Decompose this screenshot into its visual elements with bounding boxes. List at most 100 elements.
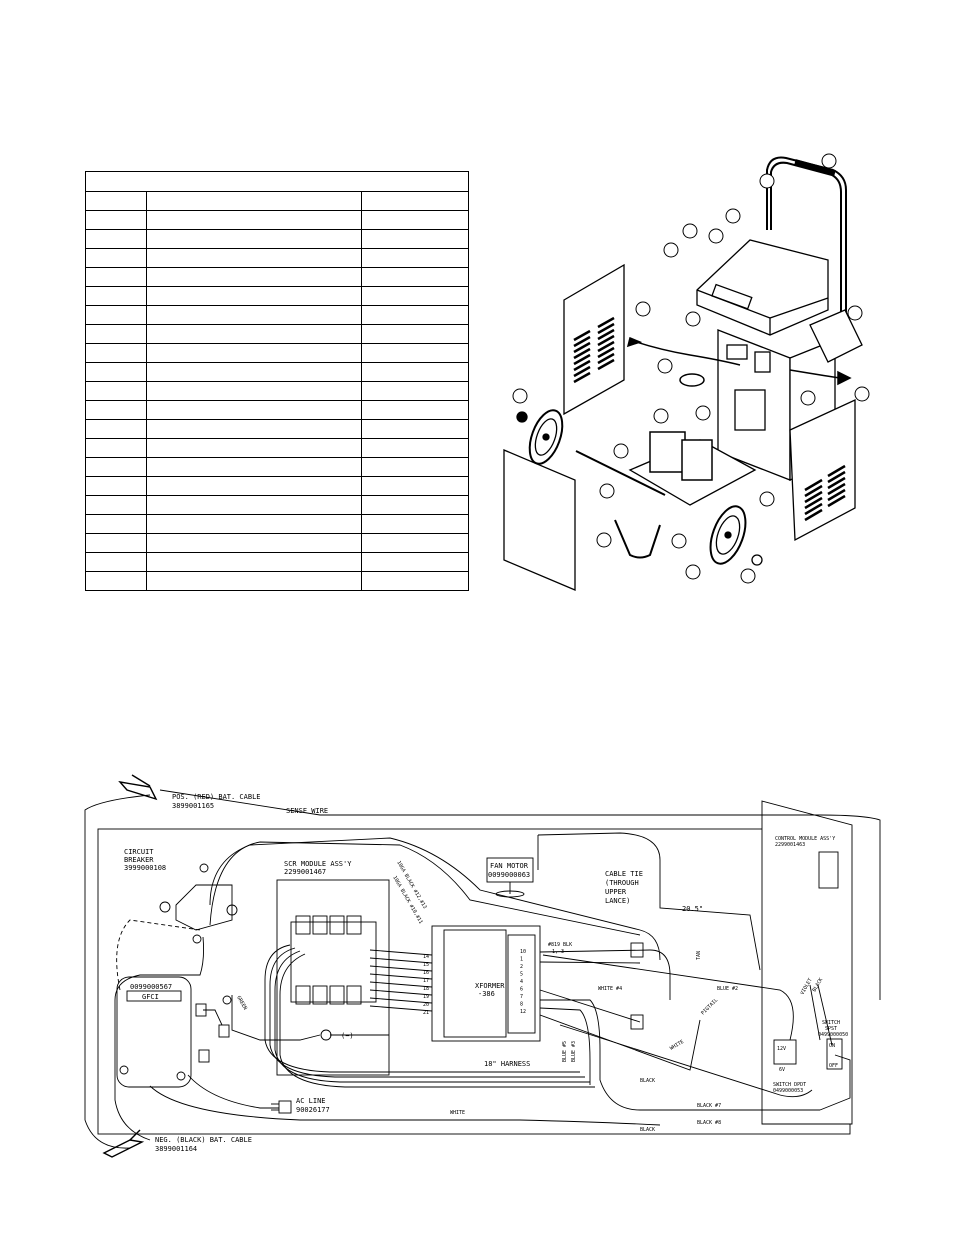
sense-wire-label: SENSE WIRE	[286, 807, 328, 815]
cable-tie-label-2: (THROUGH	[605, 879, 639, 887]
switch-spst-label-2: SPST	[825, 1026, 837, 1032]
table-row	[85, 286, 470, 306]
table-row	[85, 343, 470, 363]
terminal-number: 16	[423, 970, 429, 976]
terminal-number: 20	[423, 1002, 429, 1008]
6v-label: 6V	[779, 1067, 785, 1073]
hub-cap	[751, 554, 763, 566]
table-row	[85, 533, 470, 553]
12v-label: 12V	[777, 1046, 786, 1052]
terminal-number: 7	[520, 994, 523, 1000]
parts-list-table	[84, 171, 470, 591]
pos-cable-label: POS. (RED) BAT. CABLE	[172, 793, 261, 801]
switch-spst	[826, 1038, 843, 1070]
circuit-breaker	[159, 863, 238, 944]
cable-tie-label: CABLE TIE	[605, 870, 643, 878]
gfci-outlet	[116, 976, 192, 1088]
black8-label: BLACK #8	[697, 1120, 721, 1126]
harness-label: 18" HARNESS	[484, 1060, 530, 1068]
axle	[575, 450, 666, 496]
on-label: ON	[829, 1043, 835, 1049]
neg-terminal-label: (−)	[341, 1032, 354, 1040]
table-row	[85, 267, 470, 287]
gfci-part: 0099000567	[130, 983, 172, 991]
table-row	[85, 324, 470, 344]
xformer-label: XFORMER	[475, 982, 505, 990]
terminal-number: 17	[423, 978, 429, 984]
switch-dpdt-part: 0499000053	[773, 1088, 803, 1094]
table-row	[85, 400, 470, 420]
white-bottom-label: WHITE	[450, 1110, 465, 1116]
green-label: GREEN	[235, 995, 248, 1011]
enclosure-outline	[97, 828, 851, 1135]
off-label: OFF	[829, 1063, 838, 1069]
table-row	[85, 571, 470, 591]
switch-dpdt	[773, 1039, 797, 1065]
terminal-number: 6	[520, 987, 523, 993]
terminal-number: 10	[520, 949, 526, 955]
control-module-part: 2299001463	[775, 842, 805, 848]
pos-cable-part: 3899001165	[172, 802, 214, 810]
ac-plug	[271, 1100, 292, 1114]
fan-motor-label: FAN MOTOR	[490, 862, 529, 870]
right-wheel	[709, 505, 747, 565]
white-label: WHITE	[669, 1039, 685, 1052]
terminal-number: 15	[423, 962, 429, 968]
table-cell	[360, 571, 470, 591]
circuit-breaker-part: 3999000108	[124, 864, 166, 872]
terminal-number: 5	[520, 972, 523, 978]
transformer	[431, 925, 541, 1042]
terminal-number: 21	[423, 1010, 429, 1016]
control-module-label: CONTROL MODULE ASS'Y	[775, 836, 835, 842]
fan-motor-part: 0099000063	[488, 871, 530, 879]
black7-label: BLACK #7	[697, 1103, 721, 1109]
wire-819-label-2: 1, 3	[552, 949, 564, 955]
blue3-label: BLUE #3	[571, 1041, 577, 1062]
black-wire-label: BLACK	[640, 1078, 655, 1084]
terminal-number: 2	[520, 964, 523, 970]
wire-819-label: #819 BLK	[548, 942, 572, 948]
table-row	[85, 248, 470, 268]
grommet	[516, 411, 528, 423]
right-side-panel	[789, 398, 856, 542]
scr-module-box	[276, 879, 390, 1076]
tan-label: TAN	[696, 951, 702, 960]
table-row	[85, 362, 470, 382]
white4-label: WHITE #4	[598, 986, 622, 992]
clamp-cables	[626, 336, 852, 387]
terminal-number: 14	[423, 954, 429, 960]
cable-tie-label-3: UPPER	[605, 888, 627, 896]
rear-panel	[503, 449, 576, 591]
ac-line-part: 90026177	[296, 1106, 330, 1114]
left-wheel	[528, 409, 564, 465]
blue2-label: BLUE #2	[717, 986, 738, 992]
table-row	[85, 191, 470, 211]
parts-table-body	[84, 171, 470, 591]
switch-spst-part: 0499000050	[818, 1032, 848, 1038]
blue5-label: BLUE #5	[562, 1041, 568, 1062]
terminal-number: 8	[520, 1002, 523, 1008]
terminal-number: 12	[520, 1009, 526, 1015]
terminal-number: 1	[520, 957, 523, 963]
neg-cable-label: NEG. (BLACK) BAT. CABLE	[155, 1136, 252, 1144]
terminal-number: 4	[520, 979, 523, 985]
circuit-breaker-label: CIRCUIT	[124, 848, 154, 856]
fan-motor	[486, 857, 534, 898]
switch-dpdt-label: SWITCH DPDT	[773, 1082, 806, 1088]
ac-line-label: AC LINE	[296, 1097, 326, 1105]
handle	[766, 156, 847, 330]
terminal-number: 18	[423, 986, 429, 992]
dimension-20-5: 20.5"	[682, 905, 703, 913]
circuit-breaker-label-2: BREAKER	[124, 856, 154, 864]
neg-cable-part: 3899001164	[155, 1145, 197, 1153]
pos-clamp	[118, 774, 158, 801]
callout-circles	[512, 153, 870, 584]
gfci-label: GFCI	[142, 993, 159, 1001]
meter	[809, 309, 863, 363]
pigtail-label: PIGTAIL	[700, 997, 719, 1016]
table-row	[85, 381, 470, 401]
